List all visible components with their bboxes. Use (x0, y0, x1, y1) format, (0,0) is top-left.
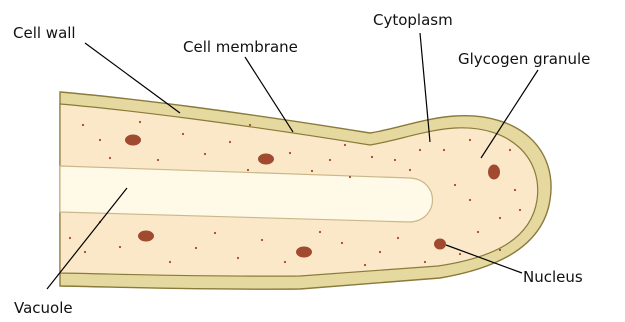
cytoplasm-speckle (509, 149, 511, 151)
glycogen-granule (138, 231, 154, 242)
cytoplasm-speckle (289, 152, 291, 154)
cytoplasm-speckle (443, 149, 445, 151)
cytoplasm-speckle (499, 217, 501, 219)
cytoplasm-speckle (284, 261, 286, 263)
cytoplasm-speckle (419, 149, 421, 151)
glycogen-granule (488, 165, 500, 180)
cytoplasm-speckle (247, 169, 249, 171)
cytoplasm-speckle (454, 184, 456, 186)
cytoplasm-speckle (182, 133, 184, 135)
cytoplasm-speckle (409, 169, 411, 171)
cytoplasm-speckle (237, 257, 239, 259)
cytoplasm-speckle (119, 246, 121, 248)
cytoplasm-speckle (214, 232, 216, 234)
glycogen-granule (258, 154, 274, 165)
cytoplasm-speckle (499, 249, 501, 251)
cytoplasm-speckle (84, 251, 86, 253)
cytoplasm-speckle (469, 139, 471, 141)
cell-membrane-label: Cell membrane (183, 38, 298, 56)
cytoplasm-speckle (364, 264, 366, 266)
cytoplasm-label: Cytoplasm (373, 11, 453, 29)
cytoplasm-speckle (99, 139, 101, 141)
nucleus-body (434, 239, 446, 250)
cytoplasm-speckle (371, 156, 373, 158)
cytoplasm-speckle (69, 237, 71, 239)
cytoplasm-speckle (229, 141, 231, 143)
cytoplasm-speckle (469, 199, 471, 201)
cytoplasm-speckle (82, 124, 84, 126)
cytoplasm-speckle (459, 253, 461, 255)
cytoplasm-speckle (349, 176, 351, 178)
cytoplasm-speckle (195, 247, 197, 249)
cytoplasm-speckle (341, 242, 343, 244)
cytoplasm-speckle (424, 261, 426, 263)
cytoplasm-speckle (311, 170, 313, 172)
cytoplasm-speckle (319, 231, 321, 233)
cytoplasm-speckle (204, 153, 206, 155)
cytoplasm-speckle (249, 124, 251, 126)
cytoplasm-speckle (169, 261, 171, 263)
glycogen-granule (296, 247, 312, 258)
nucleus-label: Nucleus (523, 268, 583, 286)
cytoplasm-speckle (139, 121, 141, 123)
cytoplasm-speckle (344, 144, 346, 146)
cytoplasm-speckle (109, 157, 111, 159)
glycogen-granule-label: Glycogen granule (458, 50, 590, 68)
vacuole-label: Vacuole (14, 299, 73, 317)
cytoplasm-speckle (379, 251, 381, 253)
cytoplasm-speckle (514, 189, 516, 191)
cytoplasm-speckle (261, 239, 263, 241)
cytoplasm-speckle (397, 237, 399, 239)
cytoplasm-speckle (477, 231, 479, 233)
cytoplasm-speckle (157, 159, 159, 161)
cytoplasm-speckle (394, 159, 396, 161)
cell-wall-label: Cell wall (13, 24, 76, 42)
glycogen-granule (125, 135, 141, 146)
cytoplasm-speckle (519, 209, 521, 211)
cytoplasm-speckle (329, 159, 331, 161)
